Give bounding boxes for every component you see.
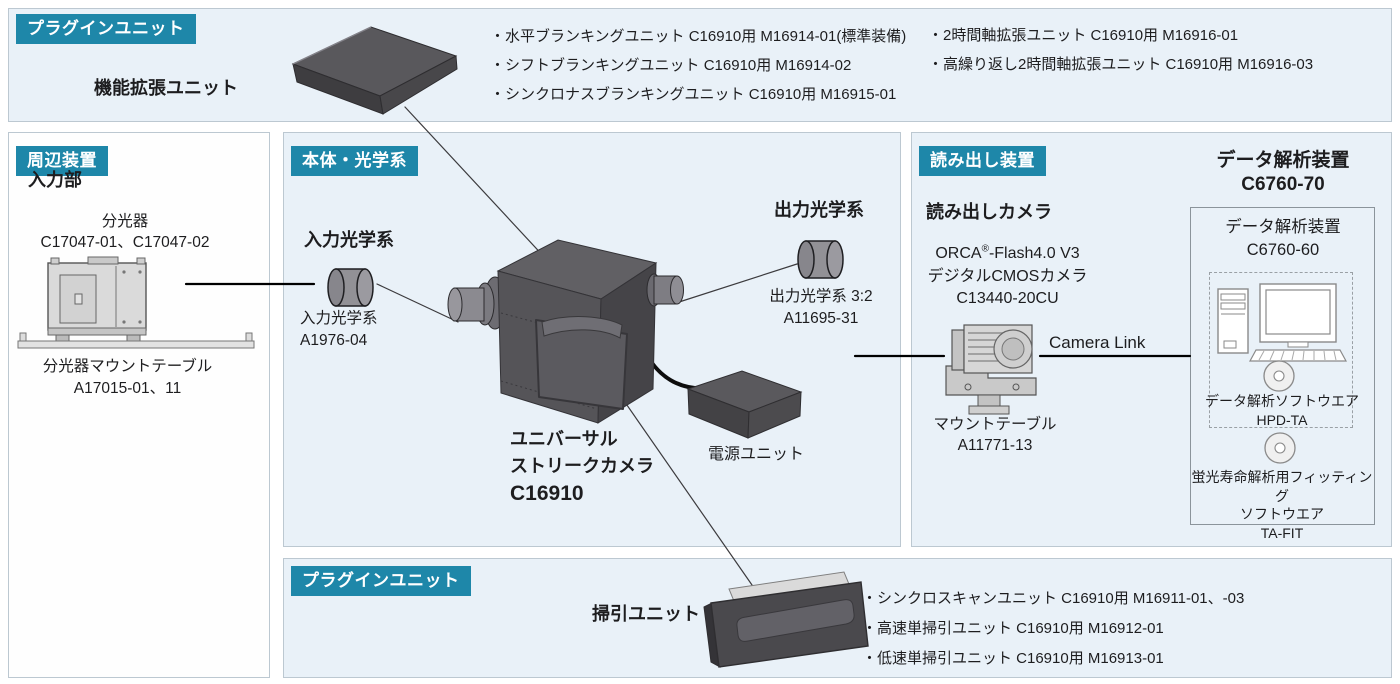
- mount-table-name: 分光器マウントテーブル: [42, 358, 213, 375]
- tag-plugin-unit-bottom: プラグインユニット: [291, 566, 471, 596]
- cd-icon: [1264, 432, 1296, 464]
- analysis-inner-model: C6760-60: [1246, 241, 1320, 259]
- power-unit-illustration: [686, 370, 803, 439]
- list-item: ・シフトブランキングユニット C16910用 M16914-02: [490, 57, 852, 74]
- camera-name-line1: ユニバーサル: [510, 429, 618, 449]
- list-item: ・シンクロナスブランキングユニット C16910用 M16915-01: [490, 86, 897, 103]
- analysis-title-name: データ解析装置: [1216, 150, 1350, 171]
- mount-table-label: 分光器マウントテーブル A17015-01、11: [5, 356, 250, 399]
- input-section-title: 入力部: [28, 170, 82, 190]
- line-camera-to-output-optics: [675, 263, 798, 304]
- expansion-unit-illustration: [291, 26, 458, 115]
- analysis-software2-label: 蛍光寿命解析用フィッティング ソフトウエア TA-FIT: [1188, 468, 1376, 542]
- output-optics-illustration: [797, 240, 844, 279]
- analysis-title: データ解析装置 C6760-70: [1193, 149, 1373, 197]
- camera-model: C16910: [510, 482, 584, 505]
- input-optics-title: 入力光学系: [304, 230, 394, 250]
- list-item: ・高速単掃引ユニット C16910用 M16912-01: [862, 620, 1164, 637]
- analysis-outer-box: [1190, 207, 1375, 525]
- sweep-unit-illustration: [703, 571, 869, 668]
- software1-name: データ解析ソフトウエア: [1205, 393, 1359, 409]
- mount-table-models: A17015-01、11: [73, 379, 182, 397]
- analysis-inner-name: データ解析装置: [1225, 218, 1341, 236]
- line-input-optics-to-camera: [376, 283, 459, 323]
- readout-camera-type: デジタルCMOSカメラ: [927, 267, 1088, 285]
- spectrometer-name: 分光器: [101, 213, 149, 230]
- input-optics-model: A1976-04: [300, 332, 368, 349]
- list-item: ・低速単掃引ユニット C16910用 M16913-01: [862, 650, 1164, 667]
- readout-camera-label: ORCA®-Flash4.0 V3 デジタルCMOSカメラ C13440-20C…: [915, 243, 1100, 311]
- tag-readout: 読み出し装置: [919, 146, 1046, 176]
- analysis-inner-title: データ解析装置 C6760-60: [1193, 216, 1373, 262]
- tag-peripheral: 周辺装置: [16, 146, 108, 176]
- analysis-title-model: C6760-70: [1241, 174, 1325, 195]
- tag-main-optics: 本体・光学系: [291, 146, 418, 176]
- software2-line2: ソフトウエア: [1240, 506, 1324, 522]
- software2-line1: 蛍光寿命解析用フィッティング: [1191, 469, 1373, 504]
- software2-model: TA-FIT: [1260, 524, 1304, 541]
- software1-model: HPD-TA: [1256, 411, 1308, 428]
- tag-plugin-unit-top: プラグインユニット: [16, 14, 196, 44]
- pc-workstation-illustration: [1217, 283, 1348, 362]
- spectrometer-models: C17047-01、C17047-02: [40, 234, 210, 251]
- output-optics-model: A11695-31: [783, 310, 859, 327]
- expansion-unit-label: 機能拡張ユニット: [94, 78, 238, 98]
- input-optics-label: 入力光学系 A1976-04: [300, 308, 378, 352]
- plugin-top-list-col2: ・2時間軸拡張ユニット C16910用 M16916-01 ・高繰り返し2時間軸…: [928, 21, 1313, 79]
- panel-plugin-top: [8, 8, 1392, 122]
- list-item: ・2時間軸拡張ユニット C16910用 M16916-01: [928, 27, 1239, 44]
- plugin-top-list-col1: ・水平ブランキングユニット C16910用 M16914-01(標準装備) ・シ…: [490, 22, 906, 109]
- power-unit-label: 電源ユニット: [708, 446, 805, 463]
- panel-peripheral: [8, 132, 270, 678]
- readout-mount-name: マウントテーブル: [933, 416, 1057, 433]
- readout-mount-label: マウントテーブル A11771-13: [915, 414, 1075, 456]
- output-optics-name: 出力光学系 3:2: [769, 288, 873, 305]
- registered-mark: ®: [981, 243, 989, 255]
- analysis-dashed-box: [1209, 272, 1353, 428]
- camera-name-line2: ストリークカメラ: [510, 456, 654, 476]
- spectrometer-label: 分光器 C17047-01、C17047-02: [10, 211, 240, 253]
- output-optics-label: 出力光学系 3:2 A11695-31: [741, 286, 901, 330]
- sweep-unit-label: 掃引ユニット: [592, 604, 700, 624]
- list-item: ・水平ブランキングユニット C16910用 M16914-01(標準装備): [490, 28, 907, 45]
- readout-camera-illustration: [945, 324, 1037, 415]
- list-item: ・シンクロスキャンユニット C16910用 M16911-01、-03: [862, 590, 1245, 607]
- camera-link-label: Camera Link: [1049, 333, 1146, 352]
- streak-camera-illustration: [447, 239, 684, 424]
- spectrometer-illustration: [47, 256, 147, 342]
- plugin-bottom-list: ・シンクロスキャンユニット C16910用 M16911-01、-03 ・高速単…: [862, 584, 1244, 674]
- analysis-software1-label: データ解析ソフトウエア HPD-TA: [1196, 392, 1368, 429]
- input-optics-illustration: [327, 268, 374, 307]
- streak-camera-label: ユニバーサル ストリークカメラ C16910: [510, 426, 654, 507]
- input-optics-name: 入力光学系: [300, 310, 378, 327]
- cd-icon: [1263, 360, 1295, 392]
- readout-camera-model: C13440-20CU: [956, 290, 1059, 307]
- list-item: ・高繰り返し2時間軸拡張ユニット C16910用 M16916-03: [928, 56, 1314, 73]
- readout-camera-title: 読み出しカメラ: [926, 202, 1052, 222]
- spectrometer-mount-table-illustration: [17, 332, 255, 349]
- readout-mount-model: A11771-13: [957, 437, 1033, 454]
- readout-camera-name: ORCA®-Flash4.0 V3: [935, 243, 1080, 262]
- output-optics-title: 出力光学系: [774, 200, 864, 220]
